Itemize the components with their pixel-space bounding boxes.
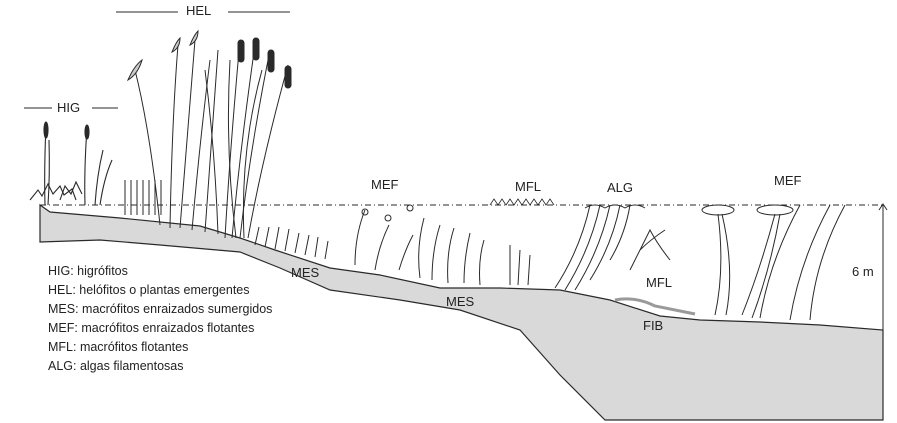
label-hig: HIG	[57, 100, 80, 115]
label-alg: ALG	[607, 180, 633, 195]
legend-item: MEF: macrófitos enraizados flotantes	[48, 319, 272, 338]
label-hel: HEL	[186, 3, 211, 18]
label-depth: 6 m	[852, 264, 874, 279]
mef-right-plants	[702, 205, 845, 320]
mfl-mid-plants	[630, 230, 670, 270]
legend: HIG: higrófitos HEL: helófitos o plantas…	[48, 262, 272, 376]
hel-reeds	[125, 31, 291, 238]
label-fib: FIB	[643, 318, 663, 333]
legend-item: HIG: higrófitos	[48, 262, 272, 281]
legend-item: MFL: macrófitos flotantes	[48, 338, 272, 357]
legend-item: HEL: helófitos o plantas emergentes	[48, 281, 272, 300]
label-mfl-top: MFL	[515, 179, 541, 194]
label-mes-upper: MES	[291, 265, 319, 280]
hig-plants	[30, 122, 112, 205]
alg-mass	[555, 205, 645, 290]
mfl-top-plants	[490, 199, 554, 205]
label-mef-left: MEF	[371, 177, 398, 192]
legend-item: MES: macrófitos enraizados sumergidos	[48, 300, 272, 319]
label-mes-lower: MES	[446, 294, 474, 309]
legend-item: ALG: algas filamentosas	[48, 357, 272, 376]
label-mef-right: MEF	[774, 173, 801, 188]
label-mfl-mid: MFL	[646, 275, 672, 290]
